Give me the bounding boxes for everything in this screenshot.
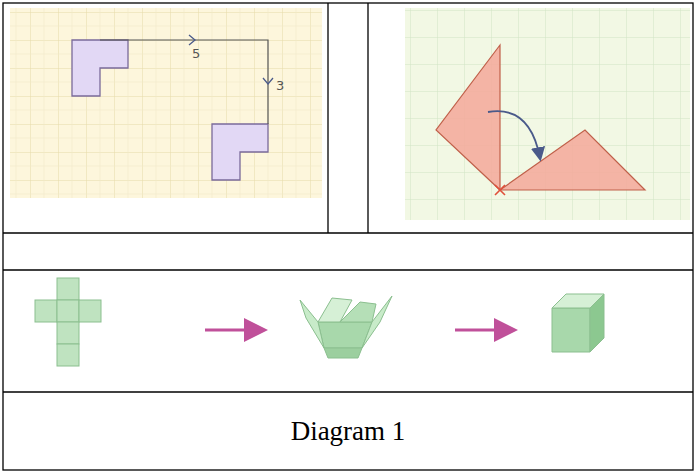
distance-label: 5 [192,46,200,61]
table-frame [3,3,693,470]
translation-figure [10,8,322,198]
distance-label: 3 [276,78,284,93]
rotation-figure [405,8,690,220]
diagram-caption: Diagram 1 [291,416,406,447]
net-to-cube [35,278,604,366]
